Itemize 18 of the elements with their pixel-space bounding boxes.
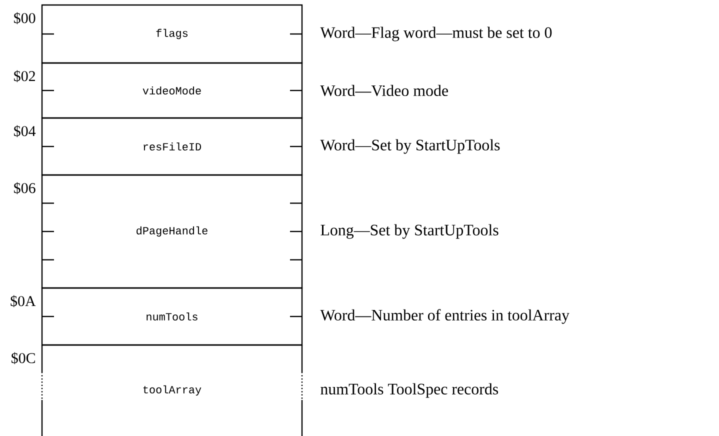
field-description: numTools ToolSpec records <box>320 383 498 398</box>
field-box: flags <box>41 4 303 64</box>
field-box: numTools <box>41 287 303 346</box>
field-description: Word—Number of entries in toolArray <box>320 309 570 324</box>
offset-label: $00 <box>14 12 36 24</box>
offset-label: $02 <box>14 70 35 82</box>
offset-label: $06 <box>14 182 36 194</box>
offset-label: $0A <box>10 295 36 308</box>
field-box: videoMode <box>41 62 303 119</box>
field-box: toolArray <box>41 344 303 436</box>
offset-label: $0C <box>12 352 35 364</box>
field-box: dPageHandle <box>41 174 303 289</box>
field-description: Word—Video mode <box>320 84 448 96</box>
field-description: Word—Flag word—must be set to 0 <box>320 26 552 42</box>
field-description: Long—Set by StartUpTools <box>320 224 498 239</box>
offset-label: $04 <box>14 125 36 138</box>
field-description: Word—Set by StartUpTools <box>320 139 500 154</box>
field-box: resFileID <box>41 117 303 176</box>
